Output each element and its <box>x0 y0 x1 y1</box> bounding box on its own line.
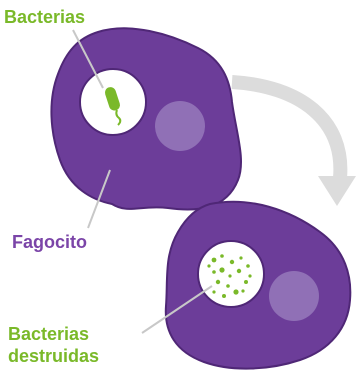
phagocyte-label: Fagocito <box>12 231 87 253</box>
destroyed-bacteria-label-line2: destruidas <box>8 345 99 367</box>
bacteria-label: Bacterias <box>4 6 85 28</box>
nucleus-top <box>155 101 205 151</box>
phagocyte-cell-bottom <box>166 202 351 369</box>
phagocyte-cell-top <box>51 28 241 209</box>
vacuole-bottom <box>198 241 264 307</box>
nucleus-bottom <box>269 271 319 321</box>
destroyed-bacteria-label-line1: Bacterias <box>8 323 89 345</box>
process-arrow <box>232 82 356 206</box>
